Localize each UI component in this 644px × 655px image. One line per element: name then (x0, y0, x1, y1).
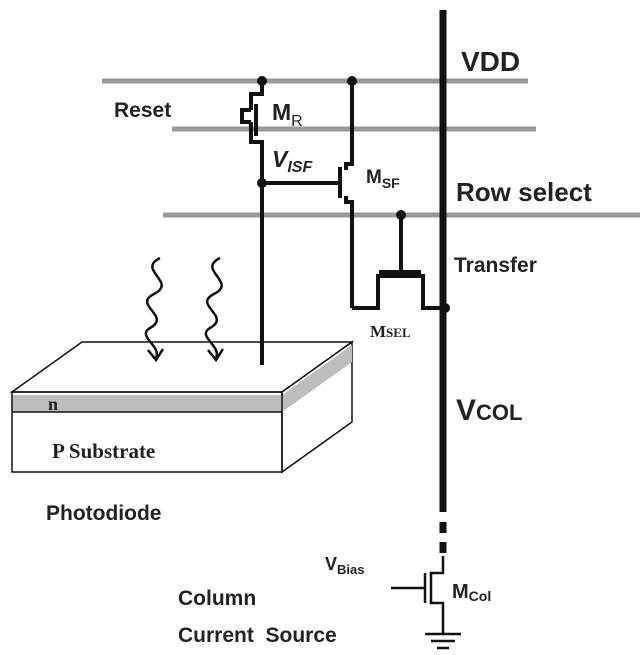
labels: VDD Reset MR VISF MSF Row select Transfe… (46, 46, 592, 647)
n-region-label: n (48, 394, 58, 414)
row-select-label: Row select (456, 177, 592, 207)
transfer-label: Transfer (454, 254, 537, 277)
p-substrate-label: P Substrate (52, 439, 155, 463)
junction-column (440, 303, 450, 313)
vdd-label: VDD (461, 46, 520, 77)
v-col-label: VCOL (456, 394, 522, 427)
junction-dots (257, 76, 450, 313)
reset-label: Reset (114, 99, 171, 122)
junction-vdd-mr (257, 76, 267, 86)
photodiode-front-face (11, 391, 283, 473)
n-layer-side (282, 345, 352, 412)
m-r-drain-wire (249, 81, 264, 110)
n-layer-front (12, 395, 282, 412)
column-label: Column (178, 587, 256, 610)
photodiode-block (9, 340, 355, 474)
m-col-label: MCol (452, 581, 491, 604)
m-sf-drain-wire (344, 81, 354, 170)
v-bias-label: VBias (325, 554, 364, 577)
light-ray-right (204, 256, 223, 359)
v-isf-label: VISF (272, 146, 313, 176)
junction-v-isf (257, 178, 267, 188)
m-sel-channel (352, 274, 443, 310)
light-ray-left-arrow (147, 348, 165, 363)
light-ray-left (144, 256, 163, 359)
light-rays (144, 256, 225, 363)
m-r-source-wire (249, 122, 264, 365)
current-source-label: Current Source (178, 624, 337, 647)
junction-vdd-msf (347, 76, 357, 86)
circuit-wires (240, 81, 443, 365)
m-r-channel (240, 108, 251, 124)
m-sf-source-wire (344, 196, 354, 308)
column-current-source (391, 556, 461, 650)
junction-row-select (396, 210, 406, 220)
m-sf-label: MSF (366, 167, 400, 191)
light-ray-right-arrow (207, 348, 225, 363)
m-col-channel (429, 556, 445, 634)
m-sel-label: MSEL (370, 322, 411, 341)
photodiode-label: Photodiode (46, 502, 161, 525)
m-r-label: MR (272, 99, 303, 130)
